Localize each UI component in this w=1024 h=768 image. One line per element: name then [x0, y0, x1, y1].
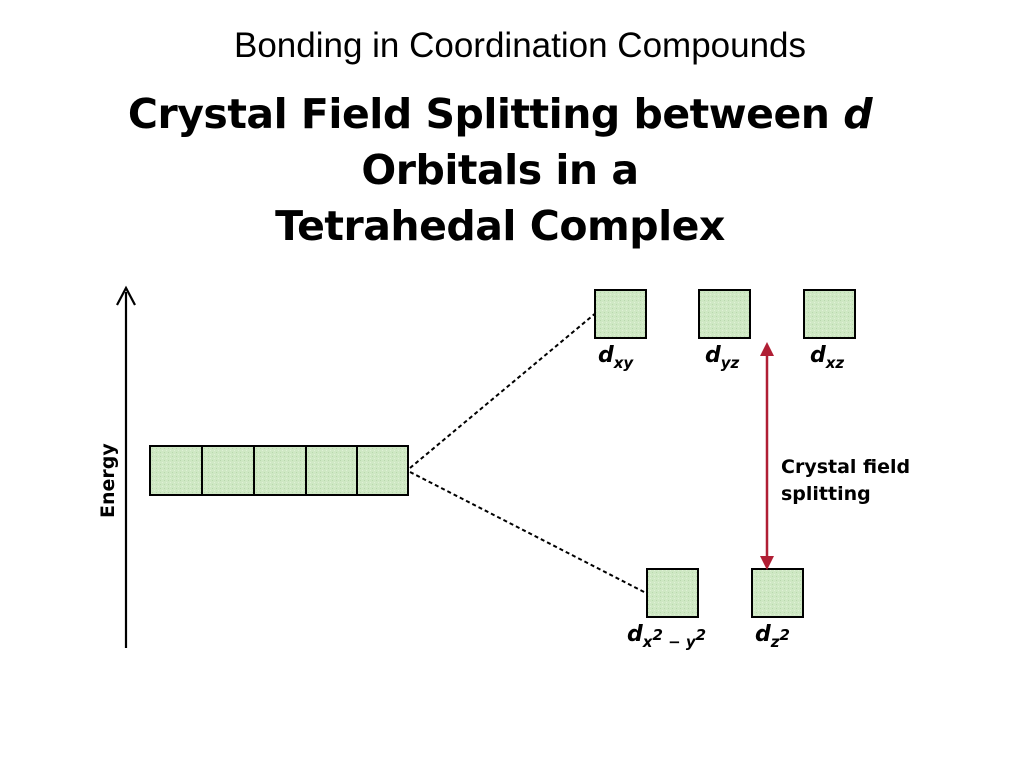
heading-line-2: Orbitals in a — [361, 146, 639, 194]
orbital-box-dxz — [803, 289, 856, 339]
splitting-label-line-1: Crystal field — [781, 456, 910, 478]
heading-line-3: Tetrahedal Complex — [275, 202, 725, 250]
orbital-box — [201, 445, 255, 496]
orbital-box-dxy — [594, 289, 647, 339]
orbital-box-dx2y2 — [646, 568, 699, 618]
degenerate-d-orbitals — [149, 445, 409, 496]
orbital-box — [305, 445, 358, 496]
orbital-box — [149, 445, 203, 496]
label-dyz: dyz — [705, 343, 740, 372]
heading-line-1: Crystal Field Splitting between d — [127, 90, 873, 138]
label-dz2: dz2 — [755, 622, 790, 651]
label-dxz: dxz — [810, 343, 844, 372]
splitting-arrowhead-up — [760, 342, 774, 356]
energy-axis-label: Energy — [97, 443, 119, 518]
orbital-box — [356, 445, 409, 496]
orbital-box-dz2 — [751, 568, 804, 618]
splitting-label-line-2: splitting — [781, 483, 871, 505]
label-dxy: dxy — [598, 343, 634, 372]
orbital-box — [253, 445, 307, 496]
slide-title: Bonding in Coordination Compounds — [233, 26, 807, 65]
energy-axis-arrowhead — [116, 285, 136, 306]
dashed-line-lower — [409, 471, 649, 595]
diagram-heading: Crystal Field Splitting between d Orbita… — [70, 86, 930, 254]
dashed-line-upper — [409, 311, 598, 469]
splitting-arrowhead-down — [760, 556, 774, 570]
heading-d-italic: d — [843, 90, 873, 138]
orbital-box-dyz — [698, 289, 751, 339]
splitting-arrow — [760, 342, 774, 570]
label-dx2-y2: dx2 − y2 — [627, 622, 706, 651]
